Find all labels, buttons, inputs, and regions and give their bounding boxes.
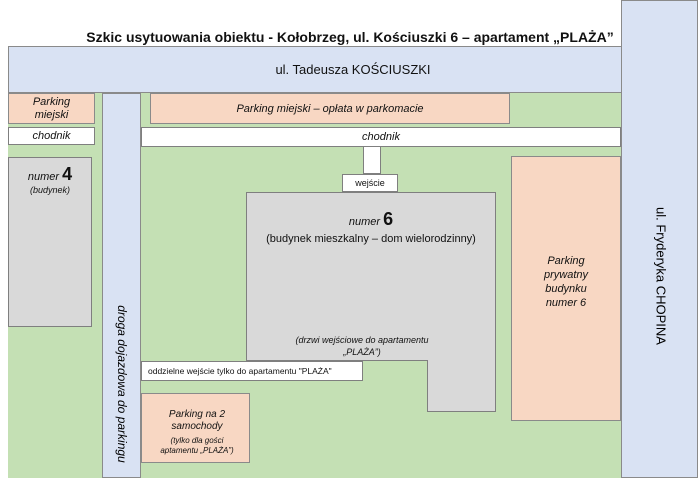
parking-private-line-1: Parking [547, 255, 585, 267]
building-6-prefix: numer [348, 216, 381, 228]
building-6-label: numer 6 [247, 209, 495, 230]
building-6-doors-note: (drzwi wejściowe do apartamentu „PLAŻA”) [295, 335, 429, 357]
parking-municipal-paid-label: Parking miejski – opłata w parkomacie [236, 102, 424, 115]
parking-private-line-2: prywatny [543, 269, 589, 281]
building-4-note: (budynek) [29, 185, 71, 195]
building-4-number: 4 [62, 164, 73, 184]
parking-two-cars: Parking na 2 samochody (tylko dla gości … [141, 393, 250, 463]
street-kosciuszki-label: ul. Tadeusza KOŚCIUSZKI [275, 62, 431, 77]
parking-two-cars-title: Parking na 2 samochody [168, 409, 226, 432]
parking-municipal-left-label: Parking miejski [32, 96, 71, 121]
parking-private-line-4: numer 6 [545, 297, 587, 309]
building-6: numer 6 (budynek mieszkalny – dom wielor… [246, 192, 496, 361]
parking-two-cars-note: (tylko dla gości aptamentu „PLAŻA”) [160, 436, 234, 455]
parking-municipal-paid: Parking miejski – opłata w parkomacie [150, 93, 510, 124]
entrance-label: wejście [355, 178, 385, 188]
building-6-annex [427, 360, 496, 412]
entrance-box: wejście [342, 174, 398, 192]
street-chopina-label: ul. Fryderyka CHOPINA [653, 207, 669, 345]
sidewalk-main: chodnik [141, 127, 621, 147]
parking-private-line-3: budynku [545, 283, 587, 295]
diagram-title: Szkic usytuowania obiektu - Kołobrzeg, u… [86, 29, 614, 45]
entrance-path [363, 146, 381, 174]
access-road: droga dojazdowa do parkingu [102, 93, 141, 478]
separate-entrance-label: oddzielne wejście tylko do apartamentu "… [148, 366, 332, 376]
building-6-description: (budynek mieszkalny – dom wielorodzinny) [266, 233, 476, 245]
building-4-prefix: numer [27, 171, 60, 183]
parking-private: Parking prywatny budynku numer 6 [511, 156, 621, 421]
parking-private-label: Parking prywatny budynku numer 6 [512, 254, 620, 310]
access-road-label: droga dojazdowa do parkingu [114, 305, 129, 463]
parking-municipal-left: Parking miejski [8, 93, 95, 124]
building-4-label: numer 4 [9, 164, 91, 185]
street-kosciuszki: ul. Tadeusza KOŚCIUSZKI [8, 46, 698, 93]
separate-entrance-path: oddzielne wejście tylko do apartamentu "… [141, 361, 363, 381]
sidewalk-main-label: chodnik [362, 131, 400, 143]
building-4: numer 4 (budynek) [8, 157, 92, 327]
sidewalk-left-label: chodnik [32, 130, 71, 142]
building-6-number: 6 [383, 209, 394, 229]
sidewalk-left: chodnik [8, 127, 95, 145]
street-chopina: ul. Fryderyka CHOPINA [621, 0, 698, 478]
